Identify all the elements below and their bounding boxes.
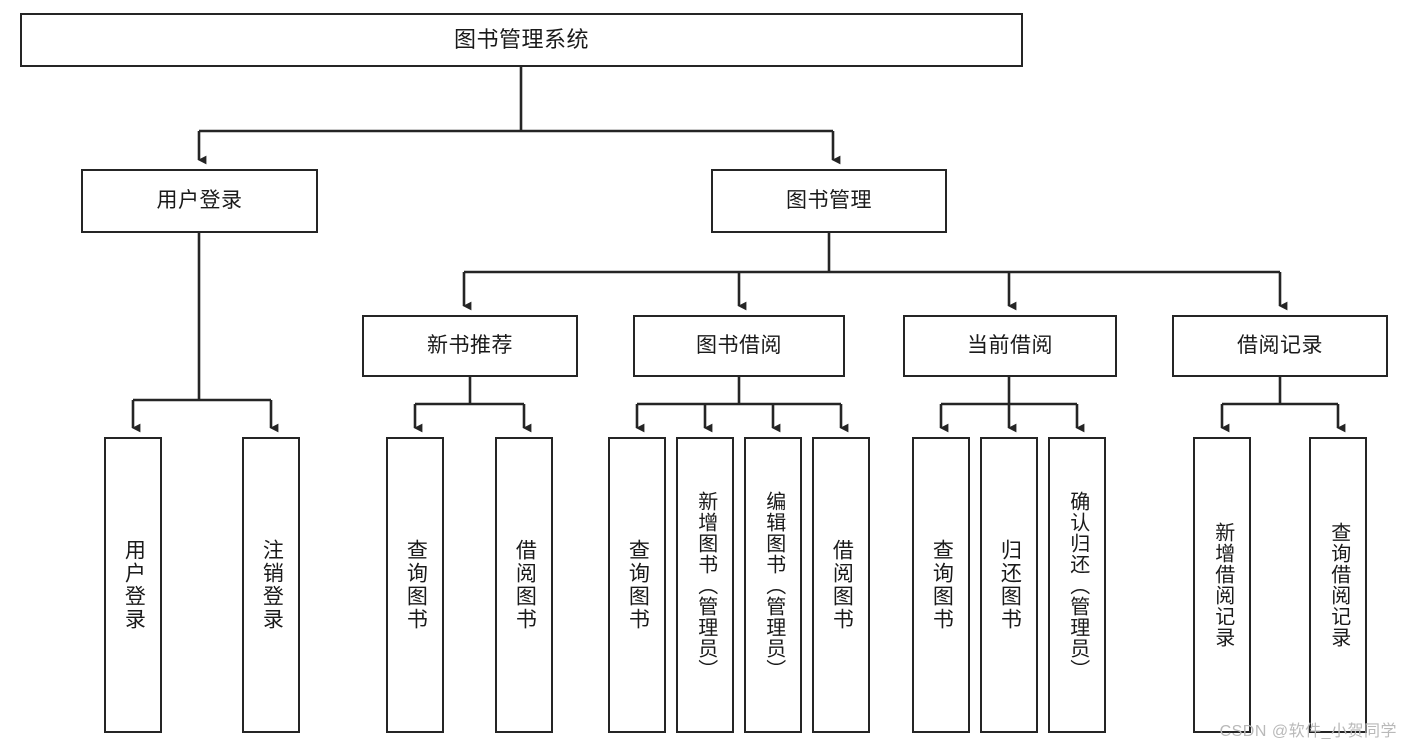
leaf-borrow-query-book[interactable]: 查询图书 bbox=[608, 437, 666, 733]
leaf-label: 借阅图书 bbox=[513, 539, 537, 631]
leaf-label: 确认归还（管理员） bbox=[1066, 490, 1089, 680]
node-borrow-record[interactable]: 借阅记录 bbox=[1172, 315, 1388, 377]
leaf-record-add-record[interactable]: 新增借阅记录 bbox=[1193, 437, 1251, 733]
leaf-borrow-borrow-book[interactable]: 借阅图书 bbox=[812, 437, 870, 733]
leaf-label: 用户登录 bbox=[122, 539, 146, 631]
node-new-book-recommend[interactable]: 新书推荐 bbox=[362, 315, 578, 377]
leaf-label: 借阅图书 bbox=[830, 539, 854, 631]
node-label: 图书管理系统 bbox=[453, 26, 589, 52]
leaf-label: 新增图书（管理员） bbox=[694, 490, 717, 680]
leaf-record-query-record[interactable]: 查询借阅记录 bbox=[1309, 437, 1367, 733]
leaf-recommend-query-book[interactable]: 查询图书 bbox=[386, 437, 444, 733]
leaf-user-login-logout[interactable]: 注销登录 bbox=[242, 437, 300, 733]
node-current-borrow[interactable]: 当前借阅 bbox=[903, 315, 1117, 377]
leaf-current-return-book[interactable]: 归还图书 bbox=[980, 437, 1038, 733]
leaf-label: 注销登录 bbox=[260, 539, 284, 631]
leaf-label: 查询借阅记录 bbox=[1327, 522, 1350, 648]
leaf-label: 归还图书 bbox=[998, 539, 1022, 631]
watermark-text: CSDN @软件_小贺同学 bbox=[1219, 723, 1397, 740]
leaf-label: 编辑图书（管理员） bbox=[762, 490, 785, 680]
node-label: 当前借阅 bbox=[967, 334, 1053, 358]
node-label: 用户登录 bbox=[156, 189, 243, 213]
leaf-user-login-login[interactable]: 用户登录 bbox=[104, 437, 162, 733]
node-book-borrow[interactable]: 图书借阅 bbox=[633, 315, 845, 377]
node-book-management[interactable]: 图书管理 bbox=[711, 169, 947, 233]
leaf-current-query-book[interactable]: 查询图书 bbox=[912, 437, 970, 733]
leaf-current-confirm-return-admin[interactable]: 确认归还（管理员） bbox=[1048, 437, 1106, 733]
leaf-label: 查询图书 bbox=[404, 539, 428, 631]
leaf-label: 新增借阅记录 bbox=[1211, 522, 1234, 648]
node-label: 借阅记录 bbox=[1237, 334, 1323, 358]
leaf-recommend-borrow-book[interactable]: 借阅图书 bbox=[495, 437, 553, 733]
leaf-label: 查询图书 bbox=[626, 539, 650, 631]
leaf-borrow-add-book-admin[interactable]: 新增图书（管理员） bbox=[676, 437, 734, 733]
node-label: 新书推荐 bbox=[427, 334, 513, 358]
node-label: 图书借阅 bbox=[696, 334, 782, 358]
node-label: 图书管理 bbox=[786, 189, 872, 213]
node-root-system[interactable]: 图书管理系统 bbox=[20, 13, 1023, 67]
leaf-label: 查询图书 bbox=[930, 539, 954, 631]
node-user-login[interactable]: 用户登录 bbox=[81, 169, 318, 233]
leaf-borrow-edit-book-admin[interactable]: 编辑图书（管理员） bbox=[744, 437, 802, 733]
